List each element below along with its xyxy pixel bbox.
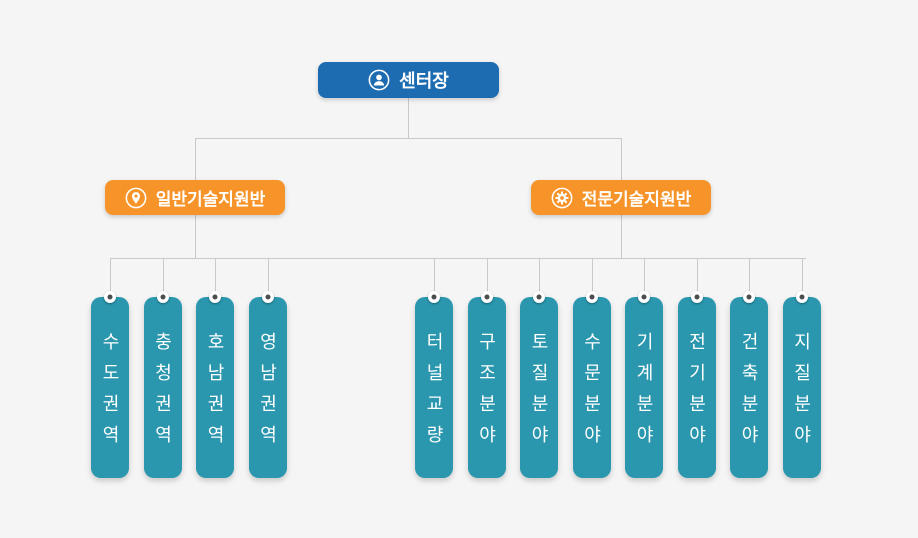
branch-node-soil: 토질분야 [520, 258, 558, 478]
pin-icon [533, 291, 545, 303]
pin-icon [428, 291, 440, 303]
branch-label: 토질분야 [529, 332, 549, 456]
connector-drop [644, 258, 645, 292]
branch-node-honam: 호남권역 [196, 258, 234, 478]
branch-node-tunnel-bridge: 터널교량 [415, 258, 453, 478]
root-node-label: 센터장 [399, 71, 449, 91]
branch-label: 터널교량 [424, 332, 444, 456]
branch-node-geology: 지질분야 [782, 258, 821, 478]
branch-label: 건축분야 [739, 332, 759, 456]
branch-label: 충청권역 [152, 332, 173, 456]
connector-drop [162, 258, 164, 292]
connector-drop [539, 258, 540, 292]
branch-label: 호남권역 [205, 332, 225, 456]
connector-tier1-right-down [621, 138, 622, 180]
branch-node-sudo: 수도권역 [91, 258, 129, 478]
general-team-branches: 수도권역 충청권역 호남권역 영남권역 [91, 258, 287, 478]
branch-label: 수도권역 [100, 332, 120, 456]
team-node-general-support: 일반기술지원반 [105, 180, 285, 215]
connector-drop [591, 258, 593, 292]
pin-icon [690, 291, 703, 303]
connector-drop [696, 258, 698, 292]
branch-label: 영남권역 [257, 332, 278, 456]
gear-icon [551, 187, 573, 209]
connector-tier1-horizontal [195, 138, 622, 139]
pin-icon [261, 291, 274, 303]
branch-node-yeongnam: 영남권역 [248, 258, 287, 478]
pin-icon [743, 291, 755, 303]
branch-node-hydrology: 수문분야 [572, 258, 611, 478]
pin-icon [209, 291, 221, 303]
branch-node-chungcheong: 충청권역 [143, 258, 182, 478]
pin-icon [156, 291, 169, 303]
person-icon [368, 69, 390, 91]
branch-node-architecture: 건축분야 [730, 258, 768, 478]
pin-icon [480, 291, 493, 303]
connector-tier1-left-down [195, 138, 196, 180]
connector-tier2-right-down [621, 214, 622, 258]
connector-drop [267, 258, 269, 292]
branch-label: 전기분야 [686, 332, 707, 456]
team-node-label: 일반기술지원반 [155, 190, 266, 209]
connector-drop [749, 258, 750, 292]
branch-label: 수문분야 [581, 332, 602, 456]
connector-tier2-left-down [195, 214, 196, 258]
pin-icon [795, 291, 808, 303]
connector-drop [110, 258, 111, 292]
pin-icon [638, 291, 650, 303]
connector-drop [801, 258, 803, 292]
root-node-center-director: 센터장 [318, 62, 499, 98]
expert-team-branches: 터널교량 구조분야 토질분야 수문분야 기계분야 전기분야 [415, 258, 821, 478]
branch-node-structure: 구조분야 [467, 258, 506, 478]
location-pin-icon [125, 187, 147, 209]
branch-label: 기계분야 [634, 332, 654, 456]
branch-node-machinery: 기계분야 [625, 258, 663, 478]
pin-icon [585, 291, 598, 303]
connector-root-down [408, 97, 409, 138]
connector-drop [215, 258, 216, 292]
connector-tier2-horizontal [110, 258, 806, 259]
branch-node-electric: 전기분야 [677, 258, 716, 478]
branch-label: 지질분야 [791, 332, 812, 456]
pin-icon [104, 291, 116, 303]
team-node-label: 전문기술지원반 [581, 190, 692, 209]
connector-drop [434, 258, 435, 292]
connector-drop [486, 258, 488, 292]
team-node-expert-support: 전문기술지원반 [531, 180, 711, 215]
branch-label: 구조분야 [476, 332, 497, 456]
